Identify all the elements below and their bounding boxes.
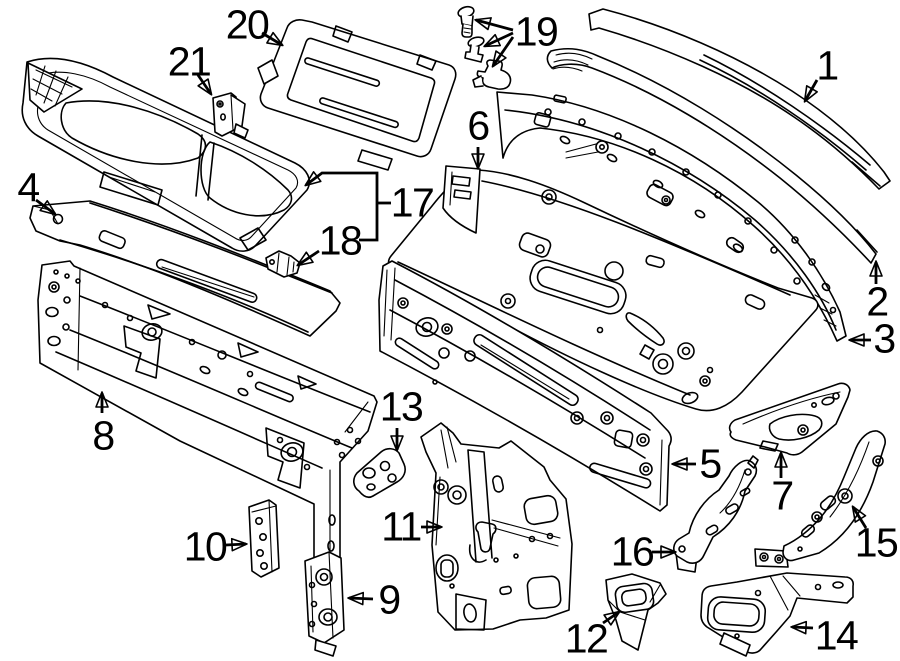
- part-11-pillar-panel-drawing: [420, 422, 573, 631]
- part-1-roof-strip-drawing: [588, 8, 891, 190]
- callout-8: 8: [92, 412, 115, 459]
- part-3-header-panel-drawing: [496, 91, 847, 342]
- callout-6: 6: [467, 102, 490, 149]
- leader-19a: [474, 17, 514, 32]
- leader-21: [196, 74, 213, 96]
- leader-9: [347, 591, 374, 606]
- part-21-bracket-drawing: [212, 92, 249, 139]
- callout-12: 12: [564, 615, 609, 661]
- callout-14: 14: [814, 612, 859, 659]
- callout-13: 13: [379, 383, 424, 430]
- callout-7: 7: [771, 472, 794, 519]
- part-18-latch-drawing: [265, 250, 301, 278]
- leader-20: [261, 31, 284, 47]
- part-6-top-compartment-panel-drawing: [387, 165, 819, 412]
- callout-15: 15: [854, 519, 899, 566]
- leader-4: [35, 198, 57, 216]
- leader-18: [296, 249, 320, 267]
- leader-12: [602, 610, 621, 626]
- callout-2: 2: [866, 278, 889, 325]
- callout-21: 21: [167, 38, 212, 85]
- callout-20: 20: [225, 1, 270, 48]
- part-7-corner-panel-drawing: [728, 382, 851, 456]
- callout-leader-lines: [35, 17, 883, 635]
- leader-14: [790, 620, 814, 635]
- part-19-fasteners-drawing: [457, 5, 512, 90]
- callout-1: 1: [816, 42, 839, 89]
- leader-19b: [483, 31, 514, 48]
- callout-5: 5: [699, 440, 722, 487]
- callout-17: 17: [390, 179, 435, 226]
- callout-18: 18: [318, 217, 363, 264]
- part-5-bulkhead-panel-drawing: [378, 260, 672, 512]
- leader-17-bracket: [304, 170, 379, 242]
- part-20-tray-drawing: [257, 19, 457, 171]
- part-15-bracket-drawing: [754, 430, 886, 568]
- part-14-rail-drawing: [700, 572, 854, 657]
- leader-10: [225, 537, 248, 552]
- part-8-rear-panel-drawing: [37, 260, 378, 573]
- callout-9: 9: [378, 576, 401, 623]
- leader-1: [803, 79, 819, 103]
- callout-4: 4: [17, 164, 40, 211]
- part-9-bracket-drawing: [304, 551, 345, 657]
- callout-10: 10: [183, 523, 228, 570]
- leader-19c: [491, 36, 515, 68]
- leader-15: [851, 505, 868, 529]
- callout-16: 16: [610, 528, 655, 575]
- part-4-strip-drawing: [29, 200, 341, 337]
- callout-3: 3: [873, 315, 896, 362]
- callout-11: 11: [381, 503, 422, 550]
- part-17-windscreen-frame-drawing: [21, 57, 311, 252]
- part-13-gusset-drawing: [353, 447, 406, 498]
- callout-19: 19: [514, 8, 559, 55]
- part-16-bracket-drawing: [673, 455, 759, 573]
- part-2-rear-strip-drawing: [546, 48, 878, 264]
- part-12-bracket-drawing: [605, 573, 667, 651]
- part-10-bracket-drawing: [248, 499, 280, 578]
